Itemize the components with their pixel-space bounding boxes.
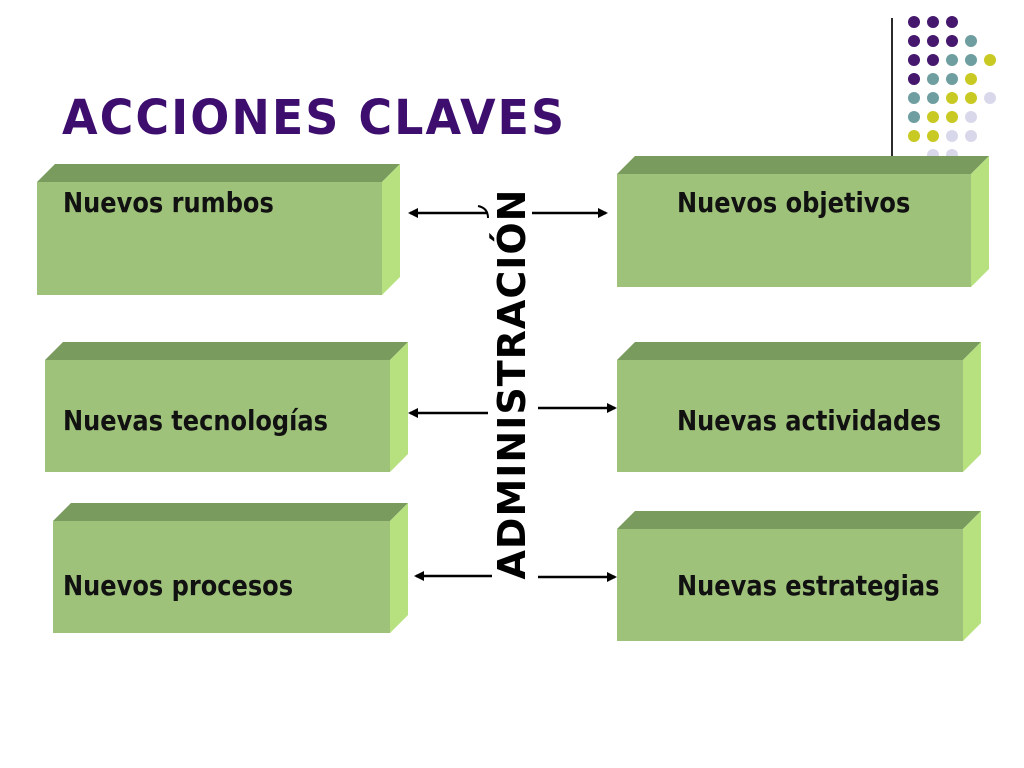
decorative-dot — [908, 130, 920, 142]
decorative-dot — [946, 130, 958, 142]
box-label: Nuevos procesos — [63, 569, 294, 602]
dot-grid-decoration — [905, 10, 1015, 170]
decorative-dot — [946, 54, 958, 66]
decorative-dot — [946, 73, 958, 85]
box-label: Nuevos objetivos — [677, 186, 911, 219]
vertical-text: ADMINISTRACIÓN — [490, 188, 534, 580]
decorative-dot — [908, 92, 920, 104]
box-front-face — [617, 529, 963, 641]
box-top-face — [617, 342, 981, 360]
box-side-face — [963, 342, 981, 472]
decorative-dot — [965, 54, 977, 66]
slide-title: ACCIONES CLAVES — [62, 88, 567, 146]
decorative-dot — [965, 130, 977, 142]
decorative-dot — [984, 54, 996, 66]
decorative-dot — [927, 54, 939, 66]
box-label: Nuevas estrategias — [677, 569, 940, 602]
decorative-dot — [965, 111, 977, 123]
box-shape — [617, 511, 981, 641]
box-nuevas-actividades: Nuevas actividades — [617, 342, 981, 472]
decorative-dot — [965, 35, 977, 47]
box-shape — [53, 503, 408, 633]
decorative-dot — [908, 35, 920, 47]
decorative-dot — [965, 92, 977, 104]
decorative-dot — [927, 111, 939, 123]
box-top-face — [53, 503, 408, 521]
box-top-face — [45, 342, 408, 360]
box-label: Nuevas actividades — [677, 404, 941, 437]
divider-line — [891, 18, 893, 158]
administracion-vertical-label: ADMINISTRACIÓN — [490, 166, 534, 602]
box-top-face — [617, 156, 989, 174]
decorative-dot — [908, 54, 920, 66]
box-front-face — [45, 360, 390, 472]
box-front-face — [53, 521, 390, 633]
decorative-dot — [927, 73, 939, 85]
decorative-dot — [946, 111, 958, 123]
decorative-dot — [908, 111, 920, 123]
box-side-face — [390, 503, 408, 633]
box-nuevos-objetivos: Nuevos objetivos — [617, 156, 989, 287]
box-nuevas-estrategias: Nuevas estrategias — [617, 511, 981, 641]
decorative-dot — [946, 16, 958, 28]
box-side-face — [390, 342, 408, 472]
decorative-dot — [908, 73, 920, 85]
box-top-face — [617, 511, 981, 529]
arrow-left-rumbos-hook — [477, 205, 489, 219]
decorative-dot — [927, 130, 939, 142]
box-shape — [617, 342, 981, 472]
decorative-dot — [927, 35, 939, 47]
box-side-face — [382, 164, 400, 295]
box-label: Nuevas tecnologías — [63, 404, 328, 437]
decorative-dot — [984, 92, 996, 104]
box-label: Nuevos rumbos — [63, 186, 274, 219]
box-shape — [617, 156, 989, 287]
box-shape — [45, 342, 408, 472]
box-nuevos-rumbos: Nuevos rumbos — [37, 164, 400, 295]
box-front-face — [617, 174, 971, 287]
box-side-face — [963, 511, 981, 641]
decorative-dot — [927, 16, 939, 28]
box-top-face — [37, 164, 400, 182]
box-side-face — [971, 156, 989, 287]
decorative-dot — [965, 73, 977, 85]
box-nuevas-tecnologias: Nuevas tecnologías — [45, 342, 408, 472]
decorative-dot — [908, 16, 920, 28]
decorative-dot — [946, 92, 958, 104]
box-front-face — [617, 360, 963, 472]
box-shape — [37, 164, 400, 295]
box-front-face — [37, 182, 382, 295]
box-nuevos-procesos: Nuevos procesos — [53, 503, 408, 633]
decorative-dot — [946, 35, 958, 47]
decorative-dot — [927, 92, 939, 104]
